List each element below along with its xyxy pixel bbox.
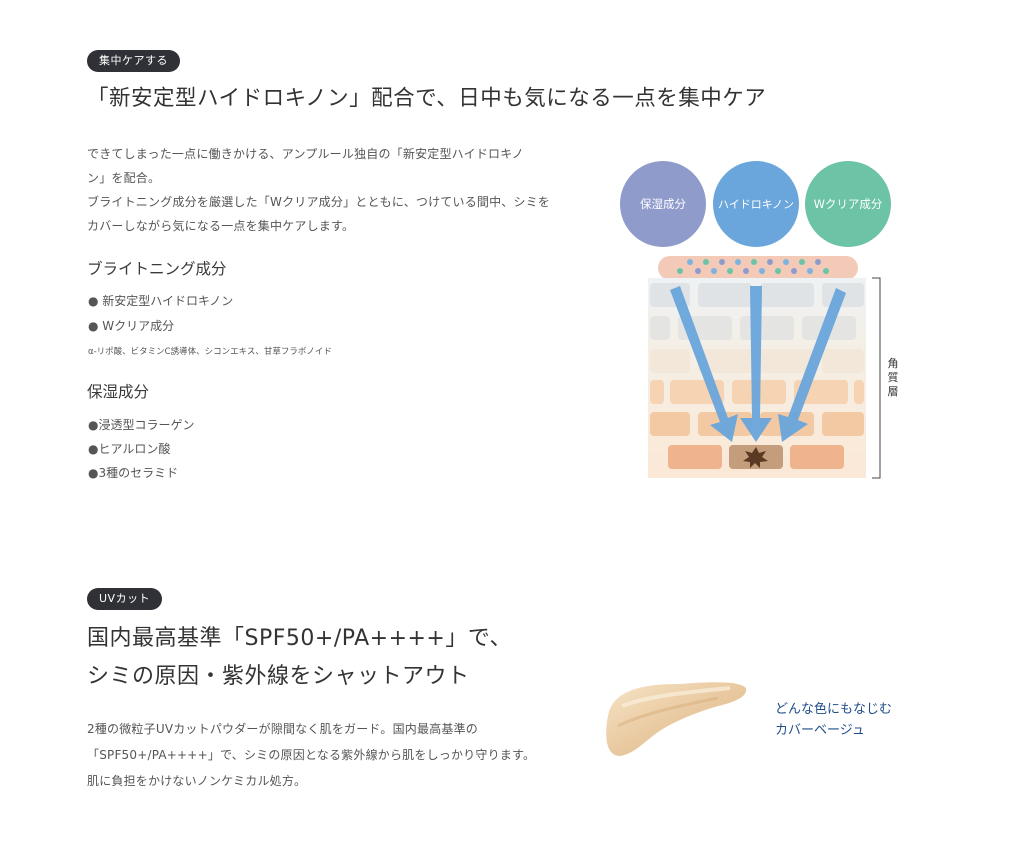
care-description-line: カバーしながら気になる一点を集中ケアします。: [87, 219, 355, 233]
ingredient-dots: [677, 259, 829, 274]
uv-description-line: 「SPF50+/PA++++」で、シミの原因となる紫外線から肌をしっかり守ります…: [87, 748, 536, 762]
layer-label: 角質層: [886, 357, 900, 399]
foundation-swatch: [606, 682, 747, 756]
layer-label-text: 角質層: [887, 357, 899, 398]
uv-description: 2種の微粒子UVカットパウダーが隙間なく肌をガード。国内最高基準の 「SPF50…: [87, 716, 535, 794]
care-description-line: できてしまった一点に働きかける、アンプルール独自の「新安定型ハイドロキノ: [87, 147, 524, 161]
penetration-arrows: [670, 286, 846, 442]
care-description-line: ン」を配合。: [87, 171, 161, 185]
care-description-line: ブライトニング成分を厳選した「Wクリア成分」とともに、つけている間中、シミを: [87, 195, 551, 209]
ingredient-circle-moisture: 保湿成分: [620, 161, 706, 247]
section-badge-care: 集中ケアする: [87, 50, 180, 72]
uv-title-line: シミの原因・紫外線をシャットアウト: [87, 664, 470, 689]
moisture-title: 保湿成分: [87, 383, 150, 401]
skin-layer-diagram: [648, 256, 881, 479]
brightening-note: α-リポ酸、ビタミンC誘導体、シコンエキス、甘草フラボノイド: [88, 347, 332, 357]
swatch-caption-line: どんな色にもなじむ: [775, 702, 893, 717]
uv-description-line: 肌に負担をかけないノンケミカル処方。: [87, 774, 307, 788]
uv-description-line: 2種の微粒子UVカットパウダーが隙間なく肌をガード。国内最高基準の: [87, 722, 478, 736]
ingredient-circle-wclear: Wクリア成分: [805, 161, 891, 247]
uv-title-line: 国内最高基準「SPF50+/PA++++」で、: [87, 626, 512, 651]
moisture-item: ●浸透型コラーゲン: [88, 418, 195, 432]
section-title-uv: 国内最高基準「SPF50+/PA++++」で、 シミの原因・紫外線をシャットアウ…: [87, 620, 512, 696]
layer-bracket: [872, 277, 881, 479]
swatch-caption-line: カバーベージュ: [775, 723, 865, 738]
moisture-item: ●3種のセラミド: [88, 466, 179, 480]
section-title-care: 「新安定型ハイドロキノン」配合で、日中も気になる一点を集中ケア: [87, 86, 767, 111]
brightening-title: ブライトニング成分: [87, 260, 227, 278]
moisture-item: ●ヒアルロン酸: [88, 442, 171, 456]
cream-layer: [658, 256, 858, 280]
ingredient-circle-hydroquinone: ハイドロキノン: [713, 161, 799, 247]
brightening-item: ● 新安定型ハイドロキノン: [88, 294, 234, 308]
care-description: できてしまった一点に働きかける、アンプルール独自の「新安定型ハイドロキノ ン」を…: [87, 142, 550, 238]
swatch-caption: どんな色にもなじむ カバーベージュ: [775, 699, 892, 741]
section-badge-uv: UVカット: [87, 588, 163, 610]
spot-icon: [743, 447, 768, 468]
brightening-item: ● Wクリア成分: [88, 319, 175, 333]
